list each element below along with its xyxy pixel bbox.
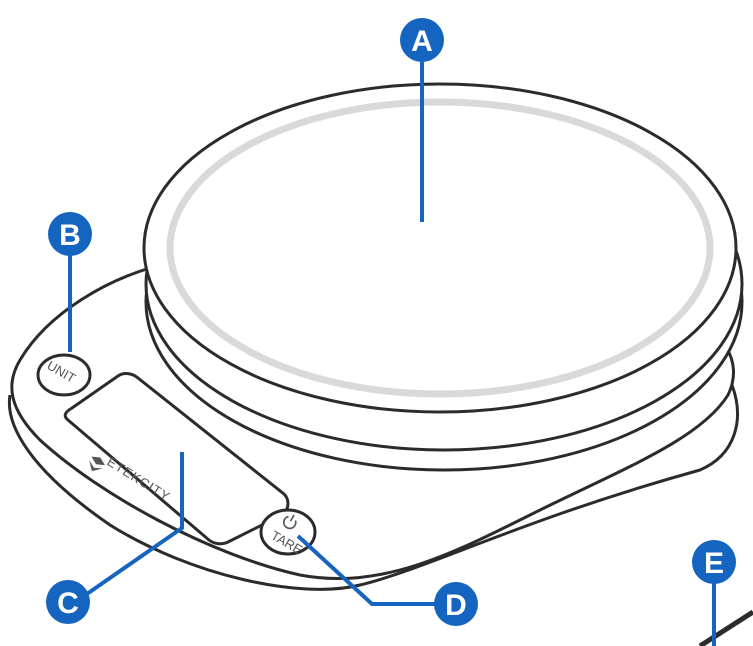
callout-line-c (82, 452, 184, 598)
callout-c: C (46, 580, 90, 624)
scale-base-edge (7, 384, 739, 591)
svg-text:B: B (59, 219, 81, 252)
svg-text:C: C (57, 587, 79, 620)
callout-e: E (692, 540, 736, 584)
power-icon (282, 514, 297, 530)
callout-a: A (400, 18, 444, 62)
callout-line-d (296, 534, 444, 606)
tare-button[interactable] (259, 508, 317, 556)
feature-e-edge (698, 609, 753, 646)
svg-text:D: D (445, 589, 467, 622)
svg-text:E: E (704, 547, 724, 580)
platform-ring (166, 98, 714, 398)
callout-d: D (434, 582, 478, 626)
unit-button[interactable] (36, 353, 92, 397)
svg-text:A: A (411, 25, 433, 58)
callout-b: B (48, 212, 92, 256)
etekcity-logo-icon (89, 456, 105, 472)
